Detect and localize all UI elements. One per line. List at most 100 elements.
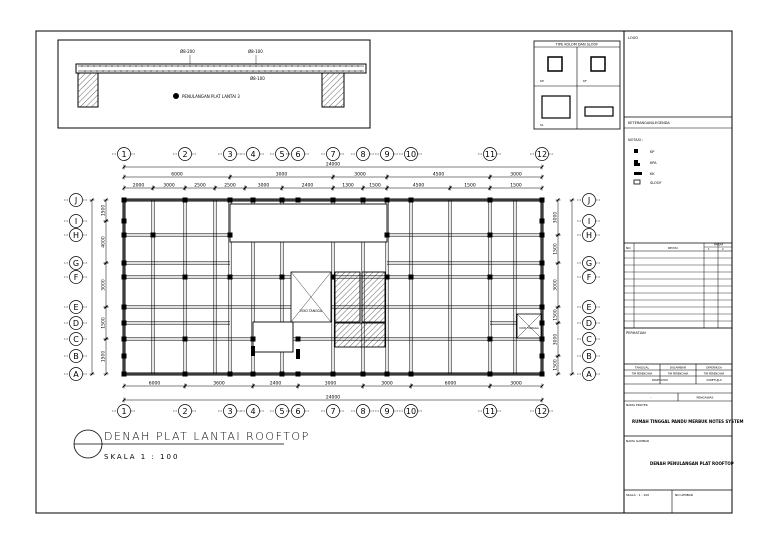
- skala-label: SKALA : 1 : 100: [626, 493, 649, 497]
- dimension-label: 6000: [445, 381, 457, 387]
- grid-bubble-E: [69, 300, 83, 314]
- dimension-label: 3000: [553, 334, 559, 346]
- section-label-2: Ø8-100: [248, 49, 263, 54]
- grid-bubble-D: [69, 316, 83, 330]
- column-sloof-detail: TIPE KOLOM DAN SLOOF KP KF SL: [533, 40, 621, 130]
- column-kp: [227, 274, 233, 280]
- sloof-section-icon: [541, 95, 571, 119]
- dimension-label: 2000: [133, 183, 145, 189]
- grid-bubble-3: [223, 147, 237, 161]
- dimension-label: 6000: [171, 172, 183, 178]
- proyek-name: RUMAH TINGGAL PANDU MERBUK NOTES SYSTEM: [632, 419, 743, 424]
- sign-disetujui: DISETUJUI: [707, 378, 722, 382]
- revisi-no: NO: [626, 246, 631, 250]
- grid-bubble-C: [582, 332, 596, 346]
- grid-label-x: 9: [384, 407, 389, 416]
- grid-label-y: A: [73, 370, 79, 379]
- grid-bubble-I: [582, 214, 596, 228]
- column-kp: [279, 274, 285, 280]
- column-kf-icon: [590, 56, 606, 72]
- grid-bubble-H: [582, 228, 596, 242]
- grid-bubble-2: [178, 147, 192, 161]
- grid-label-x: 6: [295, 150, 300, 159]
- column-kp: [250, 197, 256, 203]
- grid-bubble-12: [535, 147, 549, 161]
- column-kp: [539, 274, 545, 280]
- grid-label-x: 11: [485, 150, 495, 159]
- beam-left: [77, 72, 99, 108]
- grid-label-y: F: [74, 273, 79, 282]
- column-kp: [539, 260, 545, 266]
- grid-bubble-F: [582, 270, 596, 284]
- slab-body: [75, 63, 367, 74]
- dimension-label: 1500: [510, 183, 522, 189]
- column-kp: [295, 371, 301, 377]
- grid-bubble-10: [404, 147, 418, 161]
- grid-label-y: A: [586, 370, 592, 379]
- grid-label-y: C: [586, 335, 592, 344]
- dimension-label: 3000: [553, 212, 559, 224]
- hatched-slab-1: [334, 271, 361, 323]
- column-kp: [487, 232, 493, 238]
- grid-bubble-J: [582, 193, 596, 207]
- room-label: VOID TANGGA: [519, 326, 539, 330]
- grid-bubble-3: [223, 404, 237, 418]
- grid-label-x: 4: [250, 407, 255, 416]
- grid-bubble-E: [582, 300, 596, 314]
- dimension-label: 3000: [276, 172, 288, 178]
- column-kp: [539, 336, 545, 342]
- grid-label-x: 10: [406, 407, 416, 416]
- dimension-label: 2400: [302, 183, 314, 189]
- dimension-label: 1500: [101, 317, 107, 329]
- grid-bubble-12: [535, 404, 549, 418]
- column-kp: [182, 371, 188, 377]
- dimension-label: 2500: [194, 183, 206, 189]
- dimension-label: 3000: [101, 279, 107, 291]
- column-stub: [296, 349, 300, 359]
- column-kp: [250, 336, 256, 342]
- title-block: LOGO KETERANGAN/LEGENDA NOTASI : KP KPA …: [624, 36, 743, 513]
- grid-label-y: G: [73, 259, 79, 268]
- column-kp: [539, 232, 545, 238]
- column-kp: [227, 232, 233, 238]
- dimension-label: 3000: [510, 381, 522, 387]
- column-kp: [121, 274, 127, 280]
- grid-label-x: 10: [406, 150, 416, 159]
- grid-label-y: D: [586, 319, 592, 328]
- dimension-label: 2400: [270, 381, 282, 387]
- dimension-label: 1500: [101, 351, 107, 363]
- grid-label-y: H: [586, 231, 592, 240]
- column-kp: [121, 260, 127, 266]
- column-stub: [251, 346, 255, 356]
- grid-bubble-6: [291, 404, 305, 418]
- dimension-label: 3000: [553, 279, 559, 291]
- plan-scale: SKALA 1 : 100: [104, 453, 179, 461]
- paraf-col-2: 2: [722, 247, 724, 251]
- column-kp: [121, 371, 127, 377]
- plan-title-block: DENAH PLAT LANTAI ROOFTOP SKALA 1 : 100: [73, 429, 308, 461]
- grid-bubble-8: [356, 147, 370, 161]
- grid-bubble-11: [483, 147, 497, 161]
- column-kp: [487, 336, 493, 342]
- grid-bubble-B: [69, 349, 83, 363]
- legend-kk-icon: [634, 172, 642, 175]
- dimension-label: 3000: [325, 381, 337, 387]
- column-kp: [121, 304, 127, 310]
- column-kp: [121, 218, 127, 224]
- grid-label-y: F: [587, 273, 592, 282]
- grid-label-x: 6: [295, 407, 300, 416]
- dimension-label: 2500: [224, 183, 236, 189]
- column-kp: [121, 353, 127, 359]
- logo-label: LOGO: [628, 36, 638, 40]
- column-kp: [487, 274, 493, 280]
- legend-kpa-icon: [634, 160, 640, 166]
- grid-label-y: J: [587, 196, 590, 205]
- sign-digambar: DIGAMBAR: [670, 366, 686, 370]
- grid-bubble-4: [246, 404, 260, 418]
- legend-kp: KP: [650, 150, 654, 154]
- legend-kpa: KPA: [650, 161, 657, 165]
- sign-row-2: TIM PERENCANA: [668, 372, 689, 376]
- grid-bubble-1: [117, 147, 131, 161]
